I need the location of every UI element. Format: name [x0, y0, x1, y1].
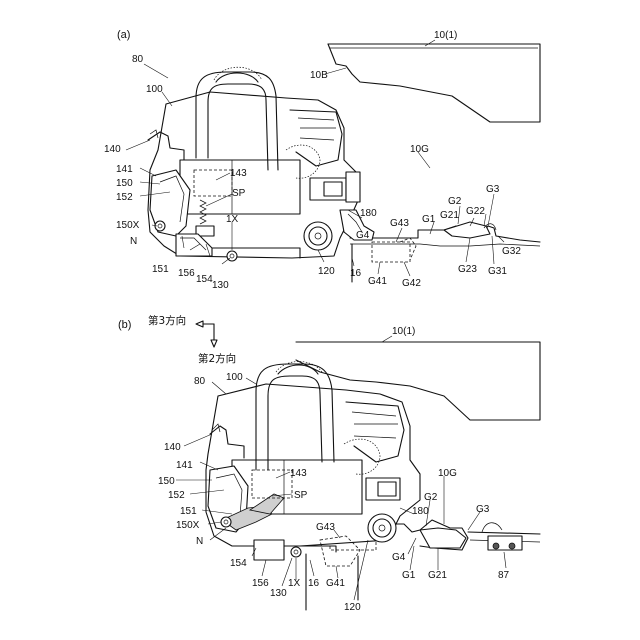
label-g41-b: G41 [326, 578, 345, 589]
label-130-b: 130 [270, 588, 287, 599]
label-10g: 10G [410, 144, 429, 155]
label-141-b: 141 [176, 460, 193, 471]
label-143-b: 143 [290, 468, 307, 479]
direction-2-label: 第2方向 [198, 352, 236, 365]
label-g32: G32 [502, 246, 521, 257]
label-g21-b: G21 [428, 570, 447, 581]
label-80-b: 80 [194, 376, 206, 387]
label-120-b: 120 [344, 602, 361, 613]
label-g42: G42 [402, 278, 421, 289]
label-g43: G43 [390, 218, 409, 229]
label-154: 154 [196, 274, 213, 285]
label-g2: G2 [448, 196, 462, 207]
label-g22: G22 [466, 206, 485, 217]
label-180-b: 180 [412, 506, 429, 517]
label-156: 156 [178, 268, 195, 279]
panel-a-letter: (a) [117, 29, 130, 41]
label-sp-b: SP [294, 490, 308, 501]
label-100: 100 [146, 84, 163, 95]
label-150-b: 150 [158, 476, 175, 487]
label-n-b: N [196, 536, 203, 547]
label-10g-b: 10G [438, 468, 457, 479]
label-g31: G31 [488, 266, 507, 277]
label-120: 120 [318, 266, 335, 277]
label-141: 141 [116, 164, 133, 175]
label-sp: SP [232, 188, 246, 199]
label-150: 150 [116, 178, 133, 189]
label-10-1-b: 10(1) [392, 326, 415, 337]
label-g4: G4 [356, 230, 370, 241]
panel-b-letter: (b) [118, 319, 131, 331]
label-151-b: 151 [180, 506, 197, 517]
label-n: N [130, 236, 137, 247]
label-80: 80 [132, 54, 144, 65]
label-150x-b: 150X [176, 520, 200, 531]
label-g4-b: G4 [392, 552, 406, 563]
label-100-b: 100 [226, 372, 243, 383]
label-g23: G23 [458, 264, 477, 275]
label-143: 143 [230, 168, 247, 179]
label-156-b: 156 [252, 578, 269, 589]
label-g43-b: G43 [316, 522, 335, 533]
label-150x: 150X [116, 220, 140, 231]
label-154-b: 154 [230, 558, 247, 569]
label-g21: G21 [440, 210, 459, 221]
label-87-b: 87 [498, 570, 510, 581]
label-140: 140 [104, 144, 121, 155]
label-130: 130 [212, 280, 229, 291]
label-g3: G3 [486, 184, 500, 195]
label-1x-b: 1X [288, 578, 301, 589]
label-152-b: 152 [168, 490, 185, 501]
label-10-1: 10(1) [434, 30, 457, 41]
label-140-b: 140 [164, 442, 181, 453]
direction-3-label: 第3方向 [148, 314, 186, 327]
label-g2-b: G2 [424, 492, 438, 503]
label-152: 152 [116, 192, 133, 203]
label-g41: G41 [368, 276, 387, 287]
label-g1: G1 [422, 214, 436, 225]
label-g3-b: G3 [476, 504, 490, 515]
label-16: 16 [350, 268, 362, 279]
label-g1-b: G1 [402, 570, 416, 581]
label-16-b: 16 [308, 578, 320, 589]
label-1x: 1X [226, 214, 239, 225]
label-180: 180 [360, 208, 377, 219]
label-151: 151 [152, 264, 169, 275]
label-10b: 10B [310, 70, 328, 81]
